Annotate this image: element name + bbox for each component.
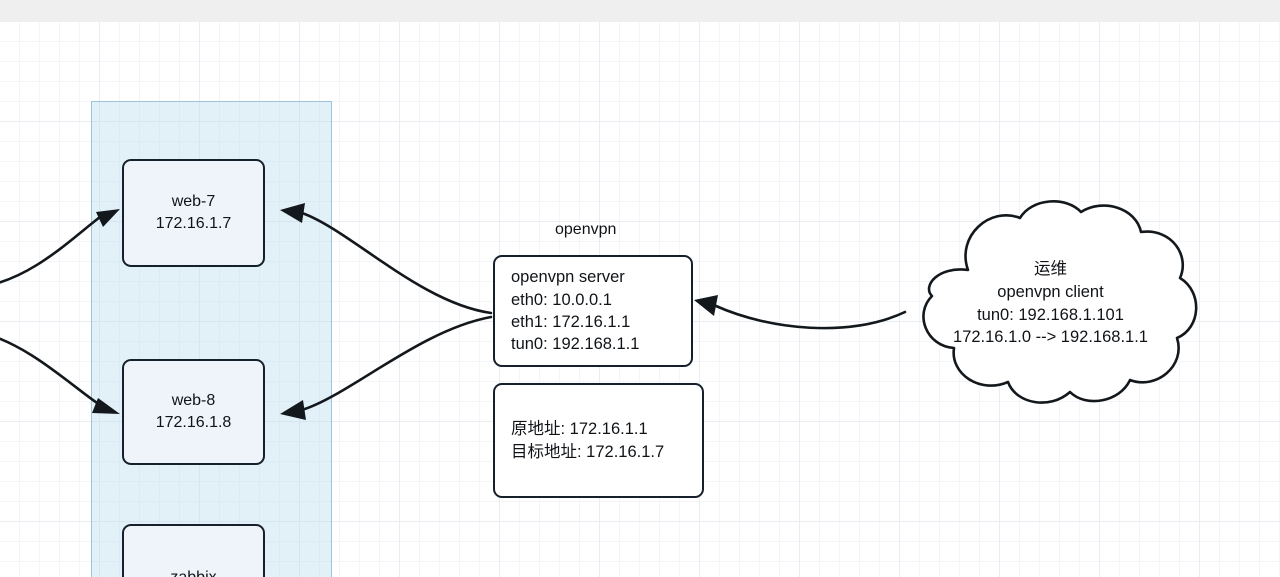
node-nat-translation[interactable]: 原地址: 172.16.1.1 目标地址: 172.16.1.7	[493, 383, 704, 498]
cloud-shape-icon	[922, 200, 1198, 404]
node-web-8[interactable]: web-8 172.16.1.8	[122, 359, 265, 465]
server-tun0: tun0: 192.168.1.1	[511, 335, 640, 354]
server-eth0: eth0: 10.0.0.1	[511, 290, 612, 309]
edge-external-to-web7	[0, 209, 120, 284]
nat-source-address: 原地址: 172.16.1.1	[511, 420, 648, 439]
edge-server-to-web7	[280, 203, 493, 315]
node-openvpn-client-cloud[interactable]: 运维 openvpn client tun0: 192.168.1.101 17…	[898, 200, 1203, 415]
node-openvpn-server[interactable]: openvpn server eth0: 10.0.0.1 eth1: 172.…	[493, 255, 693, 367]
edge-server-to-web8	[280, 315, 493, 420]
web-7-ip: 172.16.1.7	[155, 215, 232, 232]
web-8-ip: 172.16.1.8	[155, 414, 232, 431]
server-title: openvpn server	[511, 268, 625, 287]
zabbix-title: zabbix	[170, 567, 216, 577]
node-zabbix[interactable]: zabbix	[122, 524, 265, 577]
web-7-title: web-7	[171, 193, 216, 211]
web-8-title: web-8	[171, 392, 216, 410]
edge-cloud-to-server	[694, 295, 907, 330]
edge-external-to-web8	[0, 337, 120, 414]
node-web-7[interactable]: web-7 172.16.1.7	[122, 159, 265, 267]
nat-destination-address: 目标地址: 172.16.1.7	[511, 442, 665, 461]
server-eth1: eth1: 172.16.1.1	[511, 313, 631, 331]
openvpn-group-label: openvpn	[555, 221, 617, 238]
